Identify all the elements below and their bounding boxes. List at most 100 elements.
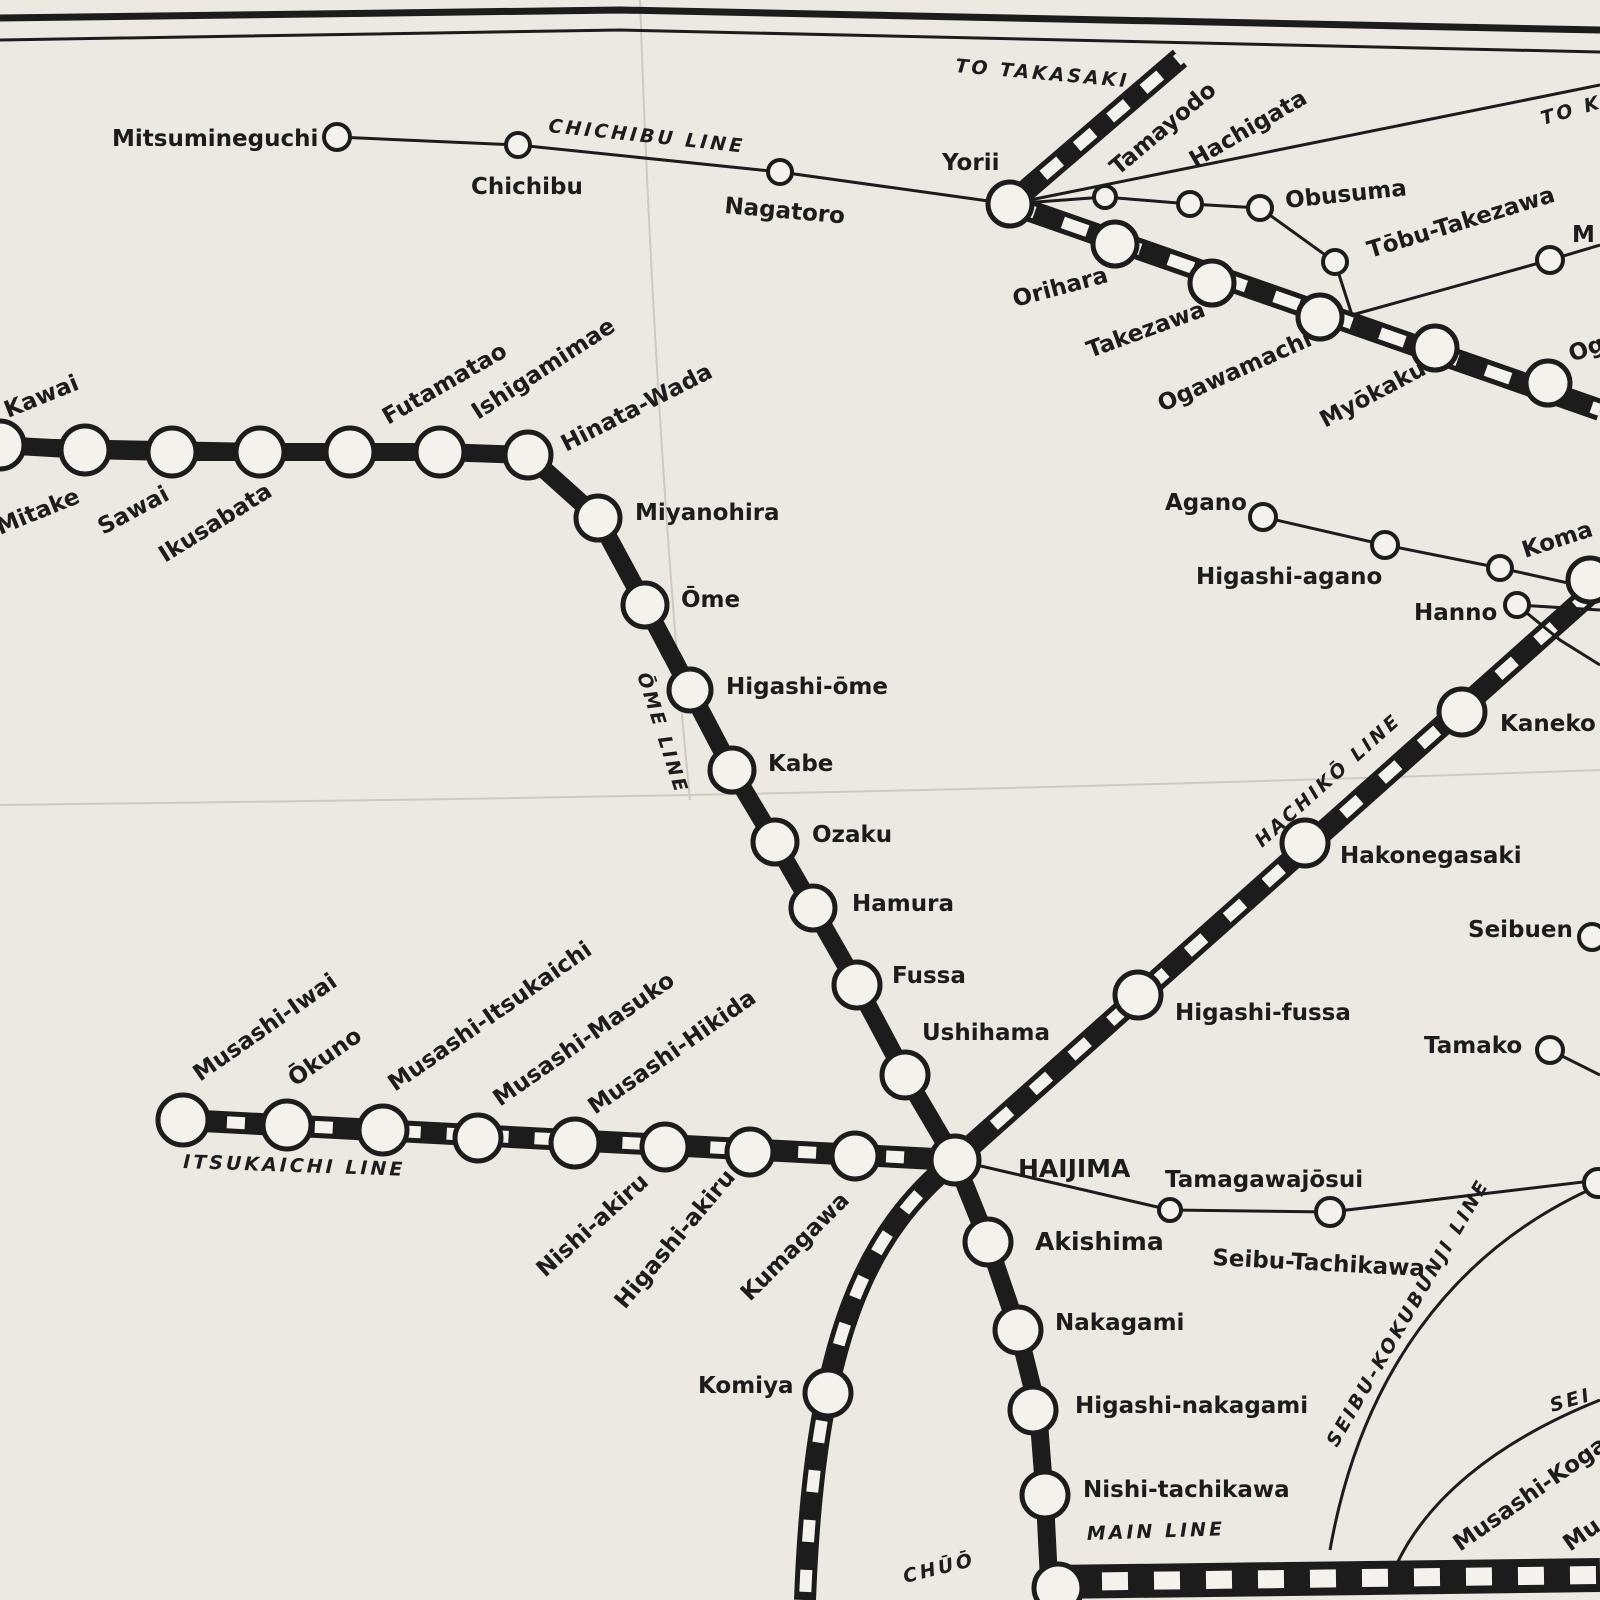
station-miyanohira[interactable] <box>573 493 623 543</box>
station-ushihama[interactable] <box>879 1049 931 1101</box>
station-mitake[interactable] <box>58 423 112 477</box>
station-hachigata[interactable] <box>1176 190 1204 218</box>
station-futamatao[interactable] <box>323 425 377 479</box>
chichibu-line-track <box>336 135 1011 206</box>
hachiko-north-track-dash <box>1008 198 1600 416</box>
station-komiya[interactable] <box>802 1367 854 1419</box>
station-musashi-masuko[interactable] <box>452 1112 504 1164</box>
station-yorii[interactable] <box>985 179 1035 229</box>
label-chichibu: Chichibu <box>471 174 583 200</box>
label-miyanohira: Miyanohira <box>635 500 780 526</box>
to-takasaki-track-dash <box>1006 53 1184 209</box>
station-nakagami[interactable] <box>992 1304 1044 1356</box>
label-ushihama: Ushihama <box>922 1020 1050 1046</box>
station-nagatoro[interactable] <box>766 158 794 186</box>
label-hamura: Hamura <box>852 891 954 917</box>
station-tamayodo[interactable] <box>1092 184 1118 210</box>
station-mitsumineguchi[interactable] <box>322 122 352 152</box>
chuo-main-line-dash <box>1049 1566 1600 1591</box>
fold-crease-horizontal <box>0 769 1600 806</box>
station-orihara[interactable] <box>1090 219 1140 269</box>
label-m-partial: M <box>1572 222 1595 248</box>
label-higashi-nakagami: Higashi-nakagami <box>1075 1393 1308 1419</box>
station-hamura[interactable] <box>788 883 838 933</box>
label-higashi-fussa: Higashi-fussa <box>1175 1000 1351 1026</box>
station-hinata-wada[interactable] <box>502 429 554 481</box>
label-fussa: Fussa <box>892 963 966 989</box>
station-kokubunji-east[interactable] <box>1582 1167 1600 1199</box>
station-obusuma[interactable] <box>1246 194 1274 222</box>
station-markers <box>0 122 1600 1600</box>
label-ome: Ōme <box>681 585 740 613</box>
label-komiya: Komiya <box>698 1373 794 1399</box>
station-musashi-iwai[interactable] <box>260 1098 314 1152</box>
label-higashi-agano: Higashi-agano <box>1196 564 1382 590</box>
label-higashi-ome: Higashi-ōme <box>726 674 888 700</box>
station-kumagawa[interactable] <box>829 1130 881 1182</box>
station-kaneko[interactable] <box>1436 686 1488 738</box>
station-chichibu[interactable] <box>504 131 532 159</box>
label-nakagami: Nakagami <box>1055 1310 1184 1336</box>
station-musashi-itsukaichi[interactable] <box>155 1092 211 1148</box>
label-akishima: Akishima <box>1035 1227 1164 1256</box>
station-tamako[interactable] <box>1535 1035 1565 1065</box>
station-tobu-takezawa[interactable] <box>1321 248 1349 276</box>
station-ogawamachi[interactable] <box>1295 292 1345 342</box>
station-nishi-tachikawa[interactable] <box>1019 1469 1071 1521</box>
hanno-south-track <box>1516 603 1600 667</box>
label-tamako: Tamako <box>1424 1033 1522 1059</box>
to-k-track <box>1009 83 1600 206</box>
station-haijima[interactable] <box>928 1133 982 1187</box>
station-akishima[interactable] <box>962 1216 1014 1268</box>
station-ome[interactable] <box>620 580 670 630</box>
seibu-haijima-track <box>954 1158 1600 1214</box>
station-myokaku[interactable] <box>1410 323 1460 373</box>
station-nishi-akiru[interactable] <box>639 1121 691 1173</box>
station-hanno[interactable] <box>1503 591 1531 619</box>
station-ishigamimae[interactable] <box>413 425 467 479</box>
station-higashi-nakagami[interactable] <box>1007 1384 1059 1436</box>
station-m-partial[interactable] <box>1535 245 1565 275</box>
hachiko-line-track-dash <box>951 580 1600 1165</box>
label-nishi-tachikawa: Nishi-tachikawa <box>1083 1477 1290 1503</box>
station-tachikawa[interactable] <box>1031 1561 1085 1600</box>
map-border-thin <box>0 28 1600 54</box>
station-musashi-hikida[interactable] <box>548 1116 602 1170</box>
hachiko-south-arc-track <box>794 1151 962 1600</box>
station-higashi-agano[interactable] <box>1370 530 1400 560</box>
seibu-shinjuku-track <box>1388 1398 1600 1581</box>
label-kaneko: Kaneko <box>1500 711 1596 737</box>
station-fussa[interactable] <box>831 959 883 1011</box>
station-okuno[interactable] <box>356 1103 410 1157</box>
station-kabe[interactable] <box>707 745 757 795</box>
station-ikusabata[interactable] <box>233 425 287 479</box>
station-koma[interactable] <box>1565 555 1600 605</box>
station-ozaku[interactable] <box>750 817 800 867</box>
station-seibu-tachikawa[interactable] <box>1314 1196 1346 1228</box>
station-higashi-ome[interactable] <box>666 666 714 714</box>
label-agano: Agano <box>1165 490 1247 516</box>
label-mitsumineguchi: Mitsumineguchi <box>112 126 318 152</box>
label-ozaku: Ozaku <box>812 822 892 848</box>
station-kawai[interactable] <box>0 418 27 472</box>
station-takezawa[interactable] <box>1187 258 1237 308</box>
station-hakonegasaki[interactable] <box>1279 817 1331 869</box>
station-higashi-akiru[interactable] <box>724 1126 776 1178</box>
label-seibuen: Seibuen <box>1468 917 1573 943</box>
map-border-thick <box>0 6 1600 34</box>
label-haijima: HAIJIMA <box>1018 1154 1131 1183</box>
station-sawai[interactable] <box>145 425 199 479</box>
station-tamagawajosui[interactable] <box>1157 1197 1183 1223</box>
station-agano[interactable] <box>1248 502 1278 532</box>
station-seibuen[interactable] <box>1577 922 1600 952</box>
station-higashi-fussa[interactable] <box>1112 969 1164 1021</box>
station-koma-small[interactable] <box>1486 554 1514 582</box>
label-kabe: Kabe <box>768 751 833 777</box>
label-tamagawajosui: Tamagawajōsui <box>1165 1167 1363 1193</box>
seibu-kokubunji-track <box>1328 1183 1600 1551</box>
station-og-partial[interactable] <box>1523 358 1573 408</box>
label-yorii: Yorii <box>941 150 999 176</box>
label-hanno: Hanno <box>1414 600 1497 626</box>
seibu-ikebukuro-track <box>1262 515 1600 592</box>
